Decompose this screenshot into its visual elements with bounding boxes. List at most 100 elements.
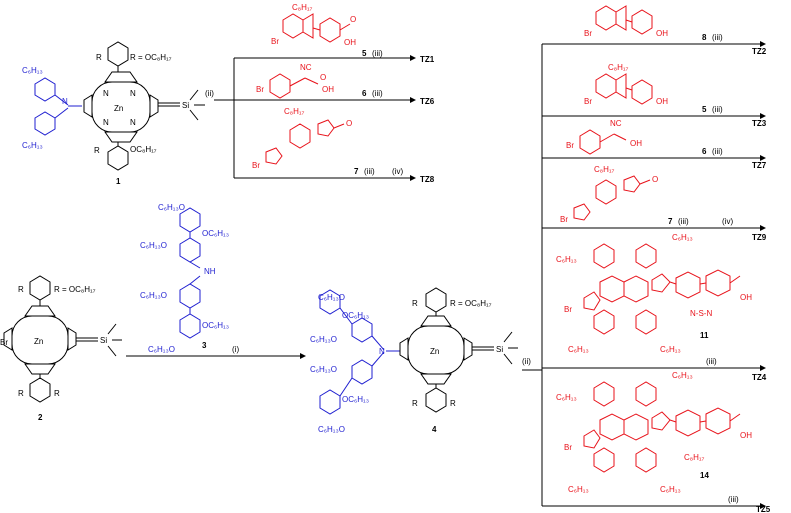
branch-tz4: C₆H₁₃ C₆H₁₃ C₆H₁₃ C₆H₁₃ Br OH N-S-N 11 (… <box>542 233 767 382</box>
product-tz7: TZ7 <box>752 161 767 170</box>
br-label-8: Br <box>584 29 592 38</box>
oh-label-8: OH <box>656 29 668 38</box>
compound-3: NH C₆H₁₃O OC₆H₁₃ C₆H₁₃O C₆H₁₃O OC₆H₁₃ C₆… <box>140 203 229 354</box>
nh-label-3: NH <box>204 267 216 276</box>
o-label-7a: O <box>346 119 352 128</box>
nc-label-6b: NC <box>610 119 622 128</box>
c6h13o-label-3d: C₆H₁₃O <box>148 345 175 354</box>
si-label-4: Si <box>496 345 503 354</box>
c8h17-label-7b: C₈H₁₇ <box>594 165 615 174</box>
o-label-6a: O <box>320 73 326 82</box>
c8h17-label-5a: C₈H₁₇ <box>292 3 313 12</box>
step-ii-top: (ii) <box>205 89 214 98</box>
n-s-n-label-11: N-S-N <box>690 309 712 318</box>
c6h13-label-14a: C₆H₁₃ <box>556 393 577 402</box>
c6h13o-label-3c: C₆H₁₃O <box>140 291 167 300</box>
n-label-1: N <box>103 89 109 98</box>
step-ii-bottom: (ii) <box>522 357 531 366</box>
zn-label-2: Zn <box>34 337 43 346</box>
compound-8-number: 8 <box>702 33 707 42</box>
step-iii-tz6: (iii) <box>372 89 383 98</box>
nc-label-6a: NC <box>300 63 312 72</box>
compound-3-number: 3 <box>202 341 207 350</box>
br-label-7a: Br <box>252 161 260 170</box>
o-label-7b: O <box>652 175 658 184</box>
c8h17-label-5b: C₈H₁₇ <box>608 63 629 72</box>
br-label-11: Br <box>564 305 572 314</box>
step-i: (i) <box>232 345 239 354</box>
r-label-2-br: R <box>54 389 60 398</box>
porphyrin-core: Zn N N N N <box>83 71 159 143</box>
c8h17-label-14: C₈H₁₇ <box>684 453 705 462</box>
r-oc8-label-4: R = OC₈H₁₇ <box>450 299 492 308</box>
c6h13o-label-4d: C₆H₁₃O <box>318 425 345 434</box>
compound-14-number: 14 <box>700 471 709 480</box>
branch-tz6: Br NC O OH 6 (iii) TZ6 <box>234 63 435 106</box>
r-label-top: R <box>96 53 102 62</box>
c6h13o-label-4c: C₆H₁₃O <box>310 365 337 374</box>
n-label-4: N <box>130 118 136 127</box>
compound-5a-number: 5 <box>362 49 367 58</box>
compound-11-number: 11 <box>700 331 709 340</box>
oc6h13-label-4b: OC₆H₁₃ <box>342 395 369 404</box>
amine-n-label: N <box>62 97 68 106</box>
compound-6b-number: 6 <box>702 147 707 156</box>
oh-label-6a: OH <box>322 85 334 94</box>
compound-7a-number: 7 <box>354 167 359 176</box>
hexyl-label-bottom: C₆H₁₃ <box>22 141 43 150</box>
branch-tz8: C₈H₁₇ Br O 7 (iii) (iv) TZ8 <box>234 107 435 184</box>
r-oc8-label-2: R = OC₈H₁₇ <box>54 285 96 294</box>
c6h13o-label-4a: C₆H₁₃O <box>318 293 345 302</box>
step-iii-tz3: (iii) <box>712 105 723 114</box>
branch-tz9: C₈H₁₇ Br O 7 (iii) (iv) TZ9 <box>542 165 767 242</box>
n-label-3: N <box>103 118 109 127</box>
c6h13o-label-4b: C₆H₁₃O <box>310 335 337 344</box>
step-iii-tz7: (iii) <box>712 147 723 156</box>
branch-tz1: C₈H₁₇ Br OH O 5 (iii) TZ1 <box>234 3 435 64</box>
compound-1: N C₆H₁₃ C₆H₁₃ Zn N N N N R R = OC₈H₁₇ R … <box>22 41 205 186</box>
hexyl-label-top: C₆H₁₃ <box>22 66 43 75</box>
step-iv-tz8: (iv) <box>392 167 403 176</box>
r-label-4-top: R <box>412 299 418 308</box>
c6h13-label-11a: C₆H₁₃ <box>556 255 577 264</box>
c6h13o-label-3a: C₆H₁₃O <box>158 203 185 212</box>
compound-7b-number: 7 <box>668 217 673 226</box>
compound-2-number: 2 <box>38 413 43 422</box>
oc8-label-bottom: OC₈H₁₇ <box>130 145 157 154</box>
n-label-2: N <box>130 89 136 98</box>
c6h13o-label-3b: C₆H₁₃O <box>140 241 167 250</box>
product-tz1: TZ1 <box>420 55 435 64</box>
oh-label-11: OH <box>740 293 752 302</box>
step-iii-tz9: (iii) <box>678 217 689 226</box>
product-tz9: TZ9 <box>752 233 767 242</box>
donor-triphenylamine: N C₆H₁₃ C₆H₁₃ <box>22 66 82 150</box>
branch-tz5: C₆H₁₃ C₆H₁₃ C₆H₁₃ C₆H₁₃ Br OH C₈H₁₇ 14 (… <box>542 371 771 513</box>
product-tz3: TZ3 <box>752 119 767 128</box>
step-iii-tz5: (iii) <box>728 495 739 504</box>
step-iii-tz1: (iii) <box>372 49 383 58</box>
o-label-5a: O <box>350 15 356 24</box>
br-label-5b: Br <box>584 97 592 106</box>
r-label-2-top: R <box>18 285 24 294</box>
c6h13-label-11b: C₆H₁₃ <box>672 233 693 242</box>
compound-4-number: 4 <box>432 425 437 434</box>
product-tz8: TZ8 <box>420 175 435 184</box>
br-label-5a: Br <box>271 37 279 46</box>
r-label-4-bl: R <box>412 399 418 408</box>
step-iii-tz8: (iii) <box>364 167 375 176</box>
compound-1-number: 1 <box>116 177 121 186</box>
c6h13-label-11c: C₆H₁₃ <box>568 345 589 354</box>
step-iii-tz2: (iii) <box>712 33 723 42</box>
br-label-6a: Br <box>256 85 264 94</box>
c6h13-label-14c: C₆H₁₃ <box>568 485 589 494</box>
c6h13-label-14d: C₆H₁₃ <box>660 485 681 494</box>
branch-tz3: C₈H₁₇ Br OH 5 (iii) TZ3 <box>542 63 767 128</box>
compound-6a-number: 6 <box>362 89 367 98</box>
r-label-4-br: R <box>450 399 456 408</box>
oc6h13-label-4a: OC₆H₁₃ <box>342 311 369 320</box>
oc6h13-label-3b: OC₆H₁₃ <box>202 321 229 330</box>
oh-label-5b: OH <box>656 97 668 106</box>
product-tz6: TZ6 <box>420 97 435 106</box>
c6h13-label-11d: C₆H₁₃ <box>660 345 681 354</box>
